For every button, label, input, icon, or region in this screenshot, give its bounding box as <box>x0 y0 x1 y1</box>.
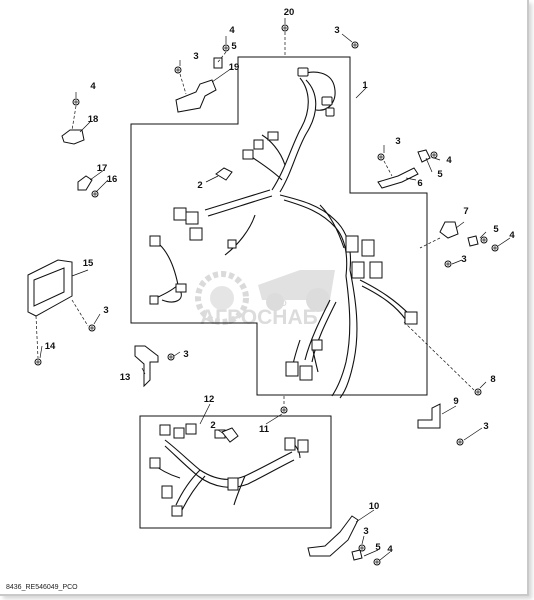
bracket-10 <box>307 515 359 557</box>
nut-5a <box>213 57 223 69</box>
bracket-9 <box>417 403 441 429</box>
clip-17 <box>77 175 93 191</box>
bolt-4c <box>430 151 438 159</box>
callout-14: 14 <box>45 341 56 352</box>
callout-4: 4 <box>229 25 235 36</box>
callout-13: 13 <box>120 372 131 383</box>
callout-3: 3 <box>334 25 339 36</box>
callout-18: 18 <box>88 114 99 125</box>
bracket-6 <box>377 167 419 189</box>
callout-3: 3 <box>193 51 198 62</box>
callout-2: 2 <box>197 180 202 191</box>
callout-5: 5 <box>375 542 381 553</box>
harness-connectors <box>149 67 418 381</box>
callout-20: 20 <box>284 7 295 18</box>
clip-2-upper <box>215 167 233 181</box>
callout-15: 15 <box>83 258 94 269</box>
harness-outline-main <box>130 56 428 396</box>
bolt-4d <box>491 244 499 252</box>
callout-16: 16 <box>107 174 118 185</box>
callout-3: 3 <box>395 136 400 147</box>
callout-2: 2 <box>210 420 215 431</box>
bolt-3e <box>88 324 96 332</box>
watermark: ООО АГРОСНАБ <box>195 270 335 329</box>
bolt-3d <box>444 260 452 268</box>
bolt-3f <box>167 353 175 361</box>
watermark-large-text: АГРОСНАБ <box>200 306 318 329</box>
drawing-caption: 8436_RE546049_PCO <box>6 584 78 591</box>
main-wiring-harness <box>151 71 411 399</box>
bolt-3b <box>174 66 182 74</box>
bolt-20 <box>281 24 289 32</box>
callout-11: 11 <box>259 424 270 435</box>
callout-7: 7 <box>463 206 468 217</box>
callout-5: 5 <box>437 169 443 180</box>
bolt-11 <box>280 406 288 414</box>
callout-3: 3 <box>103 305 108 316</box>
nut-5d <box>351 549 363 561</box>
bolt-14 <box>34 358 42 366</box>
bolt-4e <box>373 558 381 566</box>
callout-3: 3 <box>483 421 488 432</box>
bolt-3h <box>358 544 366 552</box>
lower-wiring-harness <box>149 439 301 511</box>
callout-5: 5 <box>231 41 237 52</box>
callout-3: 3 <box>183 349 188 360</box>
bolt-5c-washer <box>480 236 488 244</box>
watermark-small-text: ООО <box>268 299 287 308</box>
callout-6: 6 <box>417 178 422 189</box>
lower-harness-connectors <box>149 423 309 517</box>
brackets <box>27 57 479 561</box>
plate-15 <box>27 259 73 317</box>
callout-4: 4 <box>387 544 393 555</box>
nut-5c <box>467 235 479 247</box>
callout-10: 10 <box>369 501 380 512</box>
bracket-19 <box>175 79 217 113</box>
bolt-16 <box>91 190 99 198</box>
callout-12: 12 <box>204 394 215 405</box>
callout-1: 1 <box>362 80 368 91</box>
callout-4: 4 <box>509 230 515 241</box>
callout-5: 5 <box>493 224 499 235</box>
bracket-7 <box>439 221 459 239</box>
nut-5b <box>417 149 431 163</box>
callout-9: 9 <box>453 396 458 407</box>
callout-17: 17 <box>97 163 108 174</box>
callout-8: 8 <box>490 374 495 385</box>
bracket-13 <box>134 345 159 388</box>
callout-4: 4 <box>446 155 452 166</box>
bracket-18 <box>61 129 85 145</box>
bolt-3a <box>351 41 359 49</box>
callout-numbers: 20 4 3 3 5 19 1 4 18 3 4 5 6 17 16 2 7 5… <box>45 7 516 555</box>
callout-19: 19 <box>229 62 240 73</box>
harness-outline-lower <box>139 415 332 529</box>
bolt-3g <box>456 438 464 446</box>
callout-3: 3 <box>461 254 466 265</box>
callout-4: 4 <box>90 81 96 92</box>
bolt-3c <box>377 153 385 161</box>
bolt-4a <box>222 44 230 52</box>
clip-2-lower <box>221 427 239 443</box>
callout-3: 3 <box>363 526 368 537</box>
bolt-8 <box>474 388 482 396</box>
leader-lines <box>35 18 511 561</box>
bolt-4b <box>72 98 80 106</box>
